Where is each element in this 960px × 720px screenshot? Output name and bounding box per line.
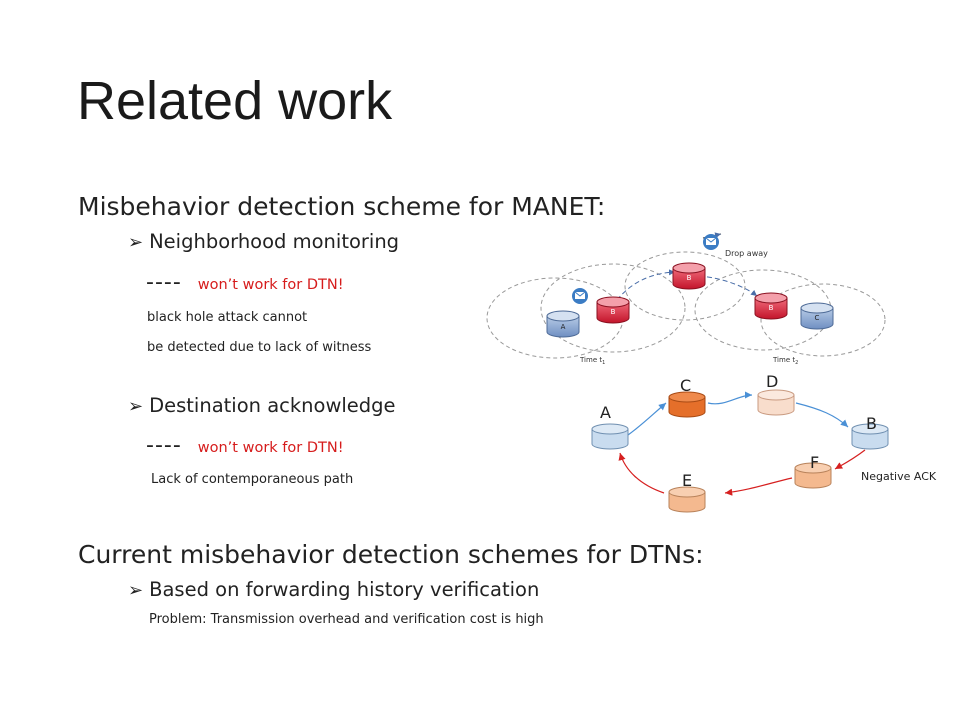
time-t1-label: Time t1 <box>579 356 605 366</box>
message-envelope-icon <box>703 234 719 250</box>
time-t2-label: Time t2 <box>772 356 798 366</box>
black-hole-figure: A B B B C Drop away Time t1 Time t2 <box>486 232 886 366</box>
bullet-label: Based on forwarding history verification <box>149 578 540 601</box>
detail-text: be detected due to lack of witness <box>147 340 372 355</box>
note-line-2: ---- won’t work for DTN! <box>146 433 344 458</box>
label-c: C <box>680 376 691 395</box>
node-f <box>794 462 832 489</box>
move-arrow <box>698 275 758 297</box>
move-arrow <box>616 269 676 301</box>
dash-text: ---- <box>146 270 182 295</box>
detail-text: black hole attack cannot <box>147 310 308 325</box>
note-line-1: ---- won’t work for DTN! <box>146 270 344 295</box>
bullet-destination-acknowledge: ➢Destination acknowledge <box>128 394 396 417</box>
bullet-label: Destination acknowledge <box>149 394 396 417</box>
node-b-red-t2 <box>754 292 788 320</box>
bullet-neighborhood-monitoring: ➢Neighborhood monitoring <box>128 230 399 253</box>
range-circle <box>540 263 686 353</box>
node-a-label: A <box>561 323 566 331</box>
ack-link <box>618 452 665 494</box>
node-b <box>851 423 889 450</box>
label-a: A <box>600 403 611 422</box>
arrow-bullet-icon: ➢ <box>128 232 144 253</box>
range-circle <box>624 251 746 321</box>
ack-link <box>834 449 866 470</box>
message-envelope-icon <box>572 288 588 304</box>
label-e: E <box>682 471 692 490</box>
arrow-bullet-icon: ➢ <box>128 396 144 417</box>
node-b-label: B <box>687 274 692 282</box>
node-b-red <box>596 296 630 324</box>
detail-text: Lack of contemporaneous path <box>151 472 354 487</box>
node-c <box>668 391 706 418</box>
warning-note: won’t work for DTN! <box>197 440 344 456</box>
negative-ack-figure: A C D B F E Negative ACK <box>591 372 937 513</box>
bullet-label: Neighborhood monitoring <box>149 230 400 253</box>
bullet-forwarding-history: ➢Based on forwarding history verificatio… <box>128 578 539 601</box>
node-a <box>591 423 629 450</box>
node-e <box>668 486 706 513</box>
node-c-blue <box>800 302 834 330</box>
slide-title: Related work <box>77 71 393 131</box>
node-d <box>757 389 795 416</box>
range-circle <box>760 283 886 357</box>
node-b-label: B <box>769 304 774 312</box>
forward-link <box>795 402 849 428</box>
forward-link <box>707 391 753 405</box>
dtn-heading: Current misbehavior detection schemes fo… <box>78 540 704 569</box>
arrow-bullet-icon: ➢ <box>128 580 144 601</box>
label-d: D <box>766 372 778 391</box>
node-a-blue <box>546 310 580 338</box>
dash-text: ---- <box>146 433 182 458</box>
node-b-red-moving <box>672 262 706 290</box>
warning-note: won’t work for DTN! <box>197 277 344 293</box>
drop-away-label: Drop away <box>725 249 768 258</box>
ack-link <box>724 477 793 496</box>
node-c-label: C <box>815 314 820 322</box>
label-f: F <box>810 453 819 472</box>
detail-text: Problem: Transmission overhead and verif… <box>149 612 544 627</box>
manet-heading: Misbehavior detection scheme for MANET: <box>78 192 606 221</box>
negative-ack-label: Negative ACK <box>861 470 937 483</box>
forward-link <box>627 402 667 436</box>
node-b-label: B <box>611 308 616 316</box>
label-b: B <box>866 414 877 433</box>
